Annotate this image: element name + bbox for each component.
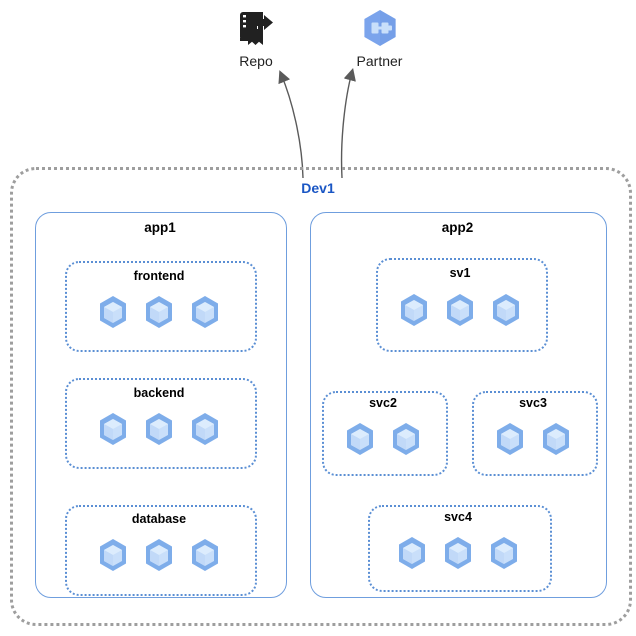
pod-group-frontend (65, 294, 253, 330)
pod-icon[interactable] (187, 294, 223, 330)
service-box-svc3[interactable] (472, 391, 598, 476)
arrow-dev1-to-repo (278, 70, 304, 179)
pod-icon[interactable] (95, 411, 131, 447)
pod-icon[interactable] (488, 292, 524, 328)
pod-group-sv1 (376, 292, 544, 328)
service-title-sv1: sv1 (449, 266, 471, 280)
cluster-label: Dev1 (301, 180, 335, 196)
pod-group-svc2 (322, 421, 444, 457)
pod-group-backend (65, 411, 253, 447)
service-title-frontend: frontend (133, 269, 185, 283)
external-node-repo[interactable]: Repo (231, 8, 281, 69)
partner-hexagon-icon (360, 8, 400, 48)
pod-icon[interactable] (95, 537, 131, 573)
arrow-dev1-to-partner (340, 67, 356, 179)
pod-icon[interactable] (141, 537, 177, 573)
pod-icon[interactable] (396, 292, 432, 328)
service-title-database: database (131, 512, 187, 526)
service-box-svc2[interactable] (322, 391, 448, 476)
app-title-app1: app1 (144, 220, 176, 235)
pod-group-database (65, 537, 253, 573)
pod-icon[interactable] (440, 535, 476, 571)
pod-group-svc4 (368, 535, 548, 571)
service-title-svc2: svc2 (369, 396, 397, 410)
cluster-dev1[interactable] (10, 167, 632, 626)
pod-icon[interactable] (486, 535, 522, 571)
pod-icon[interactable] (388, 421, 424, 457)
external-node-label: Partner (356, 53, 403, 69)
pod-icon[interactable] (442, 292, 478, 328)
pod-group-svc3 (472, 421, 594, 457)
service-title-svc3: svc3 (519, 396, 547, 410)
external-node-label: Repo (239, 53, 273, 69)
service-title-svc4: svc4 (444, 510, 472, 524)
pod-icon[interactable] (187, 411, 223, 447)
pod-icon[interactable] (95, 294, 131, 330)
repository-icon (236, 8, 276, 48)
pod-icon[interactable] (538, 421, 574, 457)
pod-icon[interactable] (141, 411, 177, 447)
app-title-app2: app2 (441, 220, 474, 235)
pod-icon[interactable] (187, 537, 223, 573)
service-box-frontend[interactable] (65, 261, 257, 352)
service-title-backend: backend (133, 386, 185, 400)
external-node-partner[interactable]: Partner (352, 8, 407, 69)
pod-icon[interactable] (342, 421, 378, 457)
pod-icon[interactable] (492, 421, 528, 457)
pod-icon[interactable] (394, 535, 430, 571)
pod-icon[interactable] (141, 294, 177, 330)
